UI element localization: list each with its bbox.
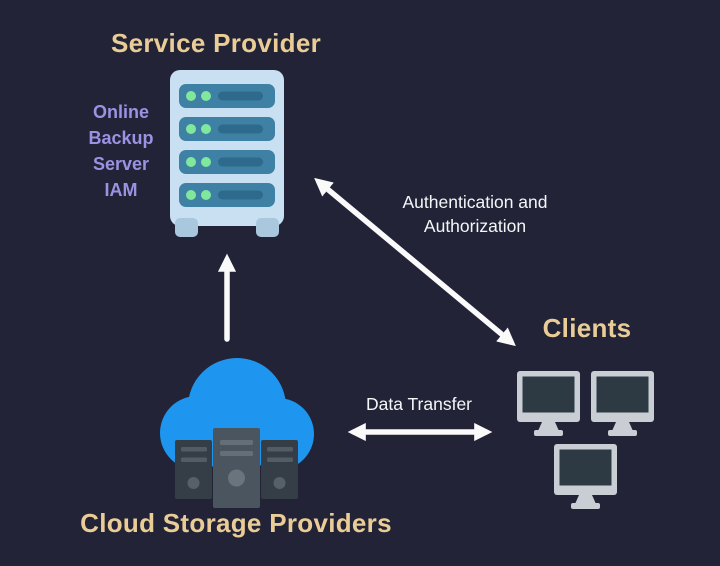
iam-label-line: Server — [92, 154, 150, 174]
tower-left — [175, 440, 212, 499]
iam-label-line: Online — [92, 102, 149, 122]
server-icon — [170, 70, 284, 237]
iam-label-line: IAM — [104, 180, 138, 200]
tower-right — [261, 440, 298, 499]
online-backup-server-iam-label: Online Backup Server IAM — [88, 99, 153, 203]
auth-label: Authentication and Authorization — [403, 190, 548, 238]
cloud-storage-providers-title: Cloud Storage Providers — [80, 508, 392, 538]
monitor-icon — [591, 371, 654, 436]
data-transfer-label: Data Transfer — [365, 394, 473, 414]
iam-label-line: Backup — [88, 128, 154, 148]
auth-arrow — [314, 177, 516, 347]
cloud-storage-icon — [160, 358, 314, 508]
tower-center — [213, 428, 260, 508]
auth-label-line: Authorization — [423, 216, 527, 236]
monitor-icon — [554, 444, 617, 509]
service-provider-title: Service Provider — [110, 28, 322, 58]
clients-title: Clients — [542, 313, 632, 343]
auth-label-line: Authentication and — [402, 192, 548, 212]
monitor-icon — [517, 371, 580, 436]
